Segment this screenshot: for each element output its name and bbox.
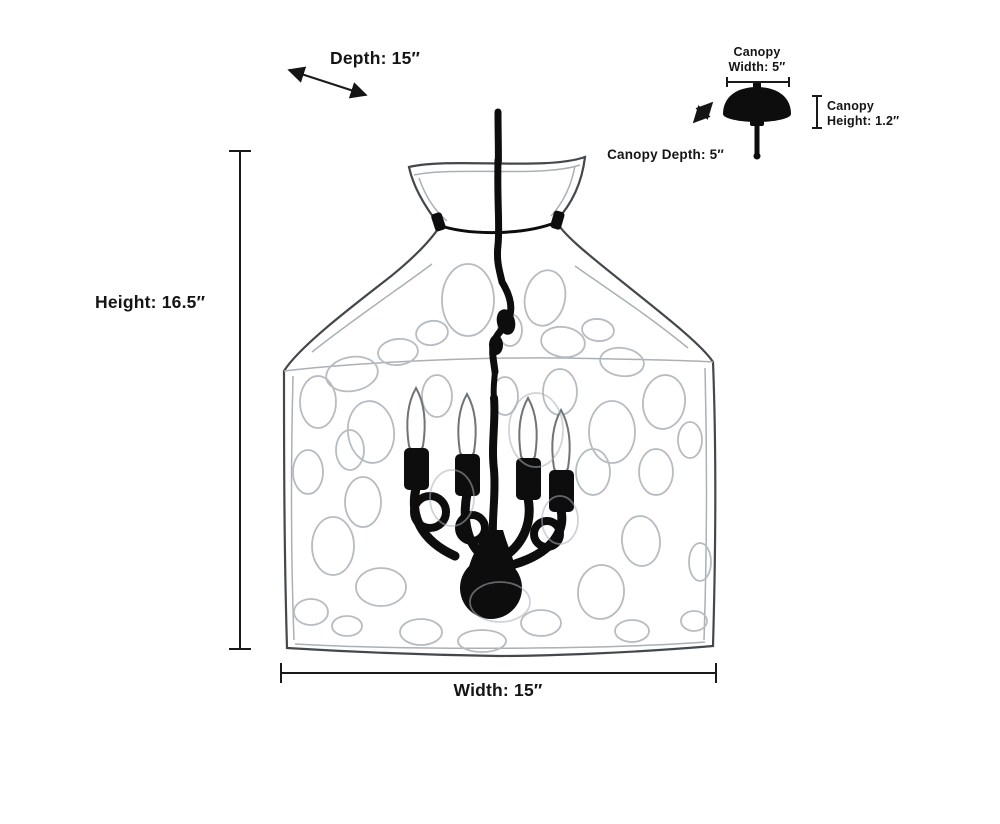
width-dimension-line xyxy=(280,663,717,683)
cluster-hub xyxy=(460,557,522,619)
width-label: Width: 15″ xyxy=(454,680,543,700)
socket-2 xyxy=(455,454,480,496)
canopy-illustration xyxy=(723,82,791,160)
canopy-depth-label: Canopy Depth: 5″ xyxy=(607,147,724,162)
pendant-illustration xyxy=(282,108,717,658)
socket-4 xyxy=(549,470,574,512)
canopy-height-label-line2: Height: 1.2″ xyxy=(827,114,899,128)
depth-label: Depth: 15″ xyxy=(330,48,421,68)
glass-dimples-front xyxy=(429,392,579,623)
glass-dimple-texture xyxy=(292,263,712,653)
height-dimension-line xyxy=(229,150,251,650)
canopy-depth-arrow xyxy=(692,101,714,124)
canopy-width-dimension-line xyxy=(726,77,790,87)
socket-3 xyxy=(516,458,541,500)
canopy-width-label-line1: Canopy xyxy=(733,45,780,59)
socket-1 xyxy=(404,448,429,490)
canopy-width-label-line2: Width: 5″ xyxy=(729,60,786,74)
canopy-height-dimension-line xyxy=(812,95,822,129)
canopy-height-label-line1: Canopy xyxy=(827,99,874,113)
depth-arrow xyxy=(287,66,368,99)
height-label: Height: 16.5″ xyxy=(95,292,206,312)
